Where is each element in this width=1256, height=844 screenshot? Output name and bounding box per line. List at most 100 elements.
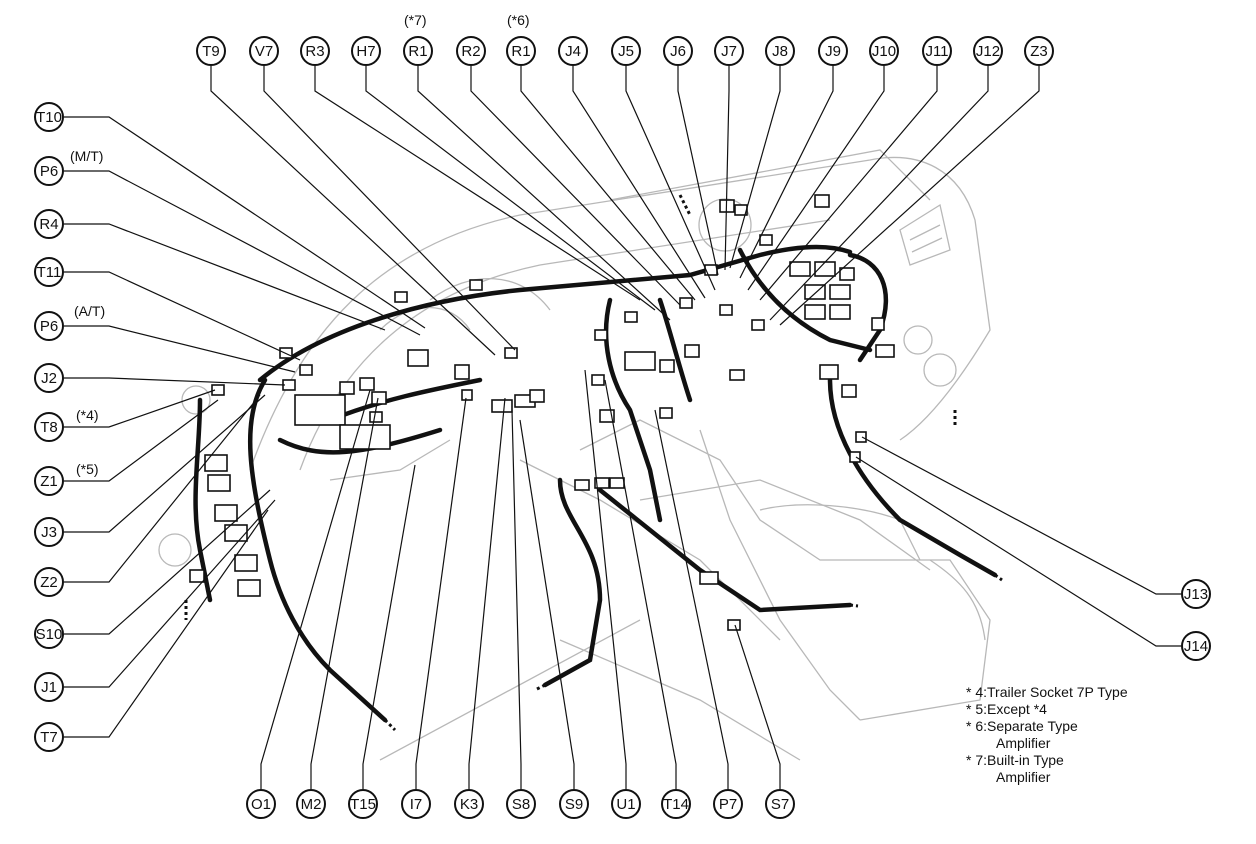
callout-left-3: T11 bbox=[34, 257, 64, 287]
leader-top-5 bbox=[470, 66, 681, 306]
callout-top-13: J10 bbox=[869, 36, 899, 66]
callout-top-4: R1 bbox=[403, 36, 433, 66]
leader-left-10 bbox=[64, 489, 271, 635]
callout-top-16: Z3 bbox=[1024, 36, 1054, 66]
leader-left-4 bbox=[64, 325, 296, 373]
leader-left-2 bbox=[64, 223, 386, 331]
qualifier-r1-a: (*7) bbox=[404, 12, 427, 28]
callout-bottom-3: I7 bbox=[401, 789, 431, 819]
callout-top-15: J12 bbox=[973, 36, 1003, 66]
leader-top-11 bbox=[729, 66, 781, 269]
callout-left-5: J2 bbox=[34, 363, 64, 393]
leader-left-6 bbox=[64, 389, 216, 428]
callout-bottom-9: P7 bbox=[713, 789, 743, 819]
callout-bottom-5: S8 bbox=[506, 789, 536, 819]
callout-bottom-10: S7 bbox=[765, 789, 795, 819]
leader-left-11 bbox=[64, 499, 276, 688]
leader-bottom-10 bbox=[734, 624, 781, 789]
leader-left-12 bbox=[64, 509, 269, 738]
callout-top-9: J6 bbox=[663, 36, 693, 66]
leader-top-10 bbox=[724, 66, 730, 271]
leader-lines bbox=[64, 66, 1181, 789]
leader-top-3 bbox=[365, 66, 656, 311]
leader-top-13 bbox=[747, 66, 885, 291]
connectors bbox=[189, 194, 895, 631]
footnote-5: * 5:Except *4 bbox=[966, 701, 1047, 717]
callout-right-1: J14 bbox=[1181, 631, 1211, 661]
footnote-7-cont: Amplifier bbox=[996, 769, 1051, 785]
footnote-4: * 4:Trailer Socket 7P Type bbox=[966, 684, 1128, 700]
footnote-6-cont: Amplifier bbox=[996, 735, 1051, 751]
leader-left-1 bbox=[64, 170, 421, 336]
leader-bottom-8 bbox=[604, 379, 677, 789]
callout-top-12: J9 bbox=[818, 36, 848, 66]
callout-left-12: T7 bbox=[34, 722, 64, 752]
leader-left-9 bbox=[64, 394, 261, 583]
callout-right-0: J13 bbox=[1181, 579, 1211, 609]
callout-bottom-6: S9 bbox=[559, 789, 589, 819]
callout-bottom-1: M2 bbox=[296, 789, 326, 819]
leader-bottom-4 bbox=[468, 397, 506, 789]
callout-top-14: J11 bbox=[922, 36, 952, 66]
leader-left-7 bbox=[64, 399, 219, 482]
callout-bottom-4: K3 bbox=[454, 789, 484, 819]
callout-left-2: R4 bbox=[34, 209, 64, 239]
callout-top-3: H7 bbox=[351, 36, 381, 66]
callout-top-5: R2 bbox=[456, 36, 486, 66]
callout-left-8: J3 bbox=[34, 517, 64, 547]
leader-right-0 bbox=[861, 436, 1181, 595]
footnote-6: * 6:Separate Type bbox=[966, 718, 1078, 734]
callout-top-1: V7 bbox=[249, 36, 279, 66]
leader-top-16 bbox=[779, 66, 1040, 326]
callout-top-8: J5 bbox=[611, 36, 641, 66]
footnote-7: * 7:Built-in Type bbox=[966, 752, 1064, 768]
callout-top-11: J8 bbox=[765, 36, 795, 66]
leader-top-8 bbox=[625, 66, 716, 291]
leader-left-3 bbox=[64, 271, 301, 361]
leader-left-5 bbox=[64, 377, 286, 386]
qualifier-r1-b: (*6) bbox=[507, 12, 530, 28]
callout-left-11: J1 bbox=[34, 672, 64, 702]
callout-left-7: Z1 bbox=[34, 466, 64, 496]
leader-top-15 bbox=[769, 66, 989, 321]
leader-top-1 bbox=[263, 66, 516, 351]
leader-top-0 bbox=[210, 66, 496, 356]
callout-bottom-0: O1 bbox=[246, 789, 276, 819]
leader-left-0 bbox=[64, 116, 426, 329]
leader-top-2 bbox=[314, 66, 641, 301]
wire-harness bbox=[193, 244, 998, 723]
wire-ends bbox=[184, 194, 1003, 732]
leader-top-12 bbox=[739, 66, 834, 279]
callout-top-2: R3 bbox=[300, 36, 330, 66]
footnotes: * 4:Trailer Socket 7P Type * 5:Except *4… bbox=[966, 684, 1128, 786]
leader-top-9 bbox=[677, 66, 719, 276]
dashboard-outline bbox=[158, 149, 991, 761]
callout-bottom-2: T15 bbox=[348, 789, 378, 819]
callout-left-0: T10 bbox=[34, 102, 64, 132]
qualifier-p6-at: (A/T) bbox=[74, 303, 106, 319]
callout-bottom-7: U1 bbox=[611, 789, 641, 819]
leader-top-7 bbox=[572, 66, 706, 299]
leader-bottom-9 bbox=[654, 409, 729, 789]
leader-left-8 bbox=[64, 394, 266, 533]
leader-bottom-0 bbox=[260, 389, 371, 789]
callout-left-9: Z2 bbox=[34, 567, 64, 597]
callout-bottom-8: T14 bbox=[661, 789, 691, 819]
qualifier-p6-mt: (M/T) bbox=[70, 148, 104, 164]
qualifier-z1: (*5) bbox=[76, 461, 99, 477]
leader-top-4 bbox=[417, 66, 671, 321]
leader-bottom-6 bbox=[519, 419, 575, 789]
callout-left-10: S10 bbox=[34, 619, 64, 649]
leader-bottom-7 bbox=[584, 369, 627, 789]
leader-bottom-3 bbox=[415, 397, 467, 789]
callout-left-4: P6 bbox=[34, 311, 64, 341]
leader-bottom-5 bbox=[511, 409, 522, 789]
qualifier-t8: (*4) bbox=[76, 407, 99, 423]
callout-top-6: R1 bbox=[506, 36, 536, 66]
leader-top-6 bbox=[520, 66, 696, 301]
callout-top-7: J4 bbox=[558, 36, 588, 66]
leader-bottom-1 bbox=[310, 397, 379, 789]
leader-bottom-2 bbox=[362, 464, 416, 789]
